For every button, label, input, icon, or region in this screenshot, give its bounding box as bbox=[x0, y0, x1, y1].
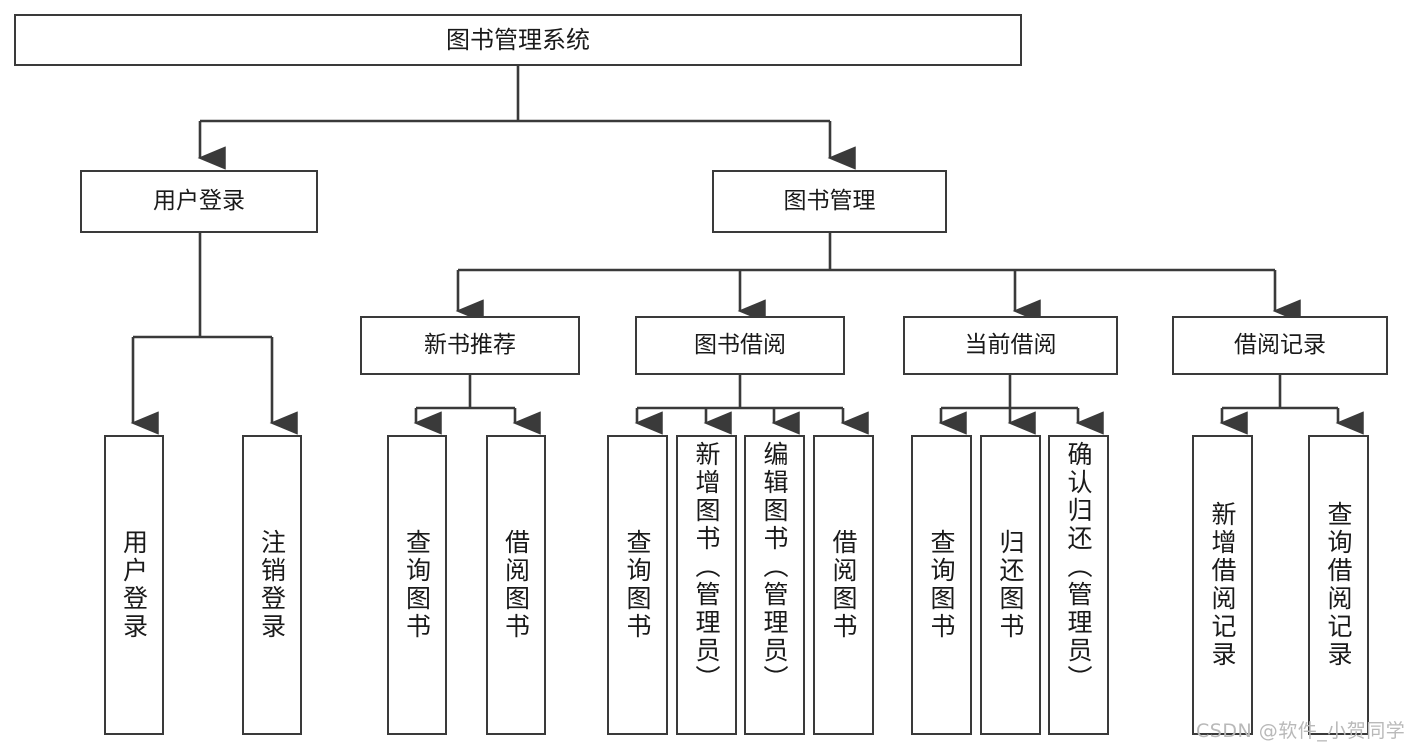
node-leaf-add-book[interactable]: 新增图书（管理员） bbox=[676, 435, 737, 735]
node-user-login[interactable]: 用户登录 bbox=[80, 170, 318, 233]
node-leaf-query-book-1[interactable]: 查询图书 bbox=[387, 435, 447, 735]
node-book-management-system[interactable]: 图书管理系统 bbox=[14, 14, 1022, 66]
node-label: 用户登录 bbox=[119, 529, 149, 641]
node-leaf-borrow-book-1[interactable]: 借阅图书 bbox=[486, 435, 546, 735]
node-leaf-return-book[interactable]: 归还图书 bbox=[980, 435, 1041, 735]
node-new-book-recommend[interactable]: 新书推荐 bbox=[360, 316, 580, 375]
node-leaf-add-record[interactable]: 新增借阅记录 bbox=[1192, 435, 1253, 735]
node-label: 编辑图书（管理员） bbox=[760, 441, 789, 693]
node-label: 查询图书 bbox=[623, 529, 652, 641]
node-leaf-borrow-book-2[interactable]: 借阅图书 bbox=[813, 435, 874, 735]
node-leaf-query-record[interactable]: 查询借阅记录 bbox=[1308, 435, 1369, 735]
node-leaf-edit-book[interactable]: 编辑图书（管理员） bbox=[744, 435, 805, 735]
node-label: 新书推荐 bbox=[424, 331, 516, 358]
node-label: 借阅图书 bbox=[501, 529, 531, 641]
node-current-borrow[interactable]: 当前借阅 bbox=[903, 316, 1118, 375]
node-leaf-user-login[interactable]: 用户登录 bbox=[104, 435, 164, 735]
node-book-borrow[interactable]: 图书借阅 bbox=[635, 316, 845, 375]
node-label: 查询图书 bbox=[927, 529, 956, 641]
node-label: 查询借阅记录 bbox=[1324, 501, 1353, 669]
node-book-management[interactable]: 图书管理 bbox=[712, 170, 947, 233]
node-label: 归还图书 bbox=[996, 529, 1025, 641]
node-leaf-logout-login[interactable]: 注销登录 bbox=[242, 435, 302, 735]
node-label: 当前借阅 bbox=[964, 331, 1057, 358]
node-label: 新增图书（管理员） bbox=[692, 441, 721, 693]
node-leaf-query-book-2[interactable]: 查询图书 bbox=[607, 435, 668, 735]
node-label: 用户登录 bbox=[153, 187, 245, 214]
node-label: 借阅记录 bbox=[1234, 331, 1326, 358]
node-label: 新增借阅记录 bbox=[1208, 501, 1237, 669]
node-label: 图书借阅 bbox=[694, 331, 786, 358]
node-leaf-query-book-3[interactable]: 查询图书 bbox=[911, 435, 972, 735]
node-label: 注销登录 bbox=[257, 529, 287, 641]
node-label: 确认归还（管理员） bbox=[1064, 441, 1093, 693]
node-label: 图书管理 bbox=[783, 187, 876, 214]
node-label: 查询图书 bbox=[402, 529, 432, 641]
node-label: 图书管理系统 bbox=[446, 25, 590, 54]
node-borrow-record[interactable]: 借阅记录 bbox=[1172, 316, 1388, 375]
csdn-watermark: CSDN @软件_小贺同学 bbox=[1196, 720, 1405, 742]
node-label: 借阅图书 bbox=[829, 529, 858, 641]
node-leaf-confirm-return[interactable]: 确认归还（管理员） bbox=[1048, 435, 1109, 735]
